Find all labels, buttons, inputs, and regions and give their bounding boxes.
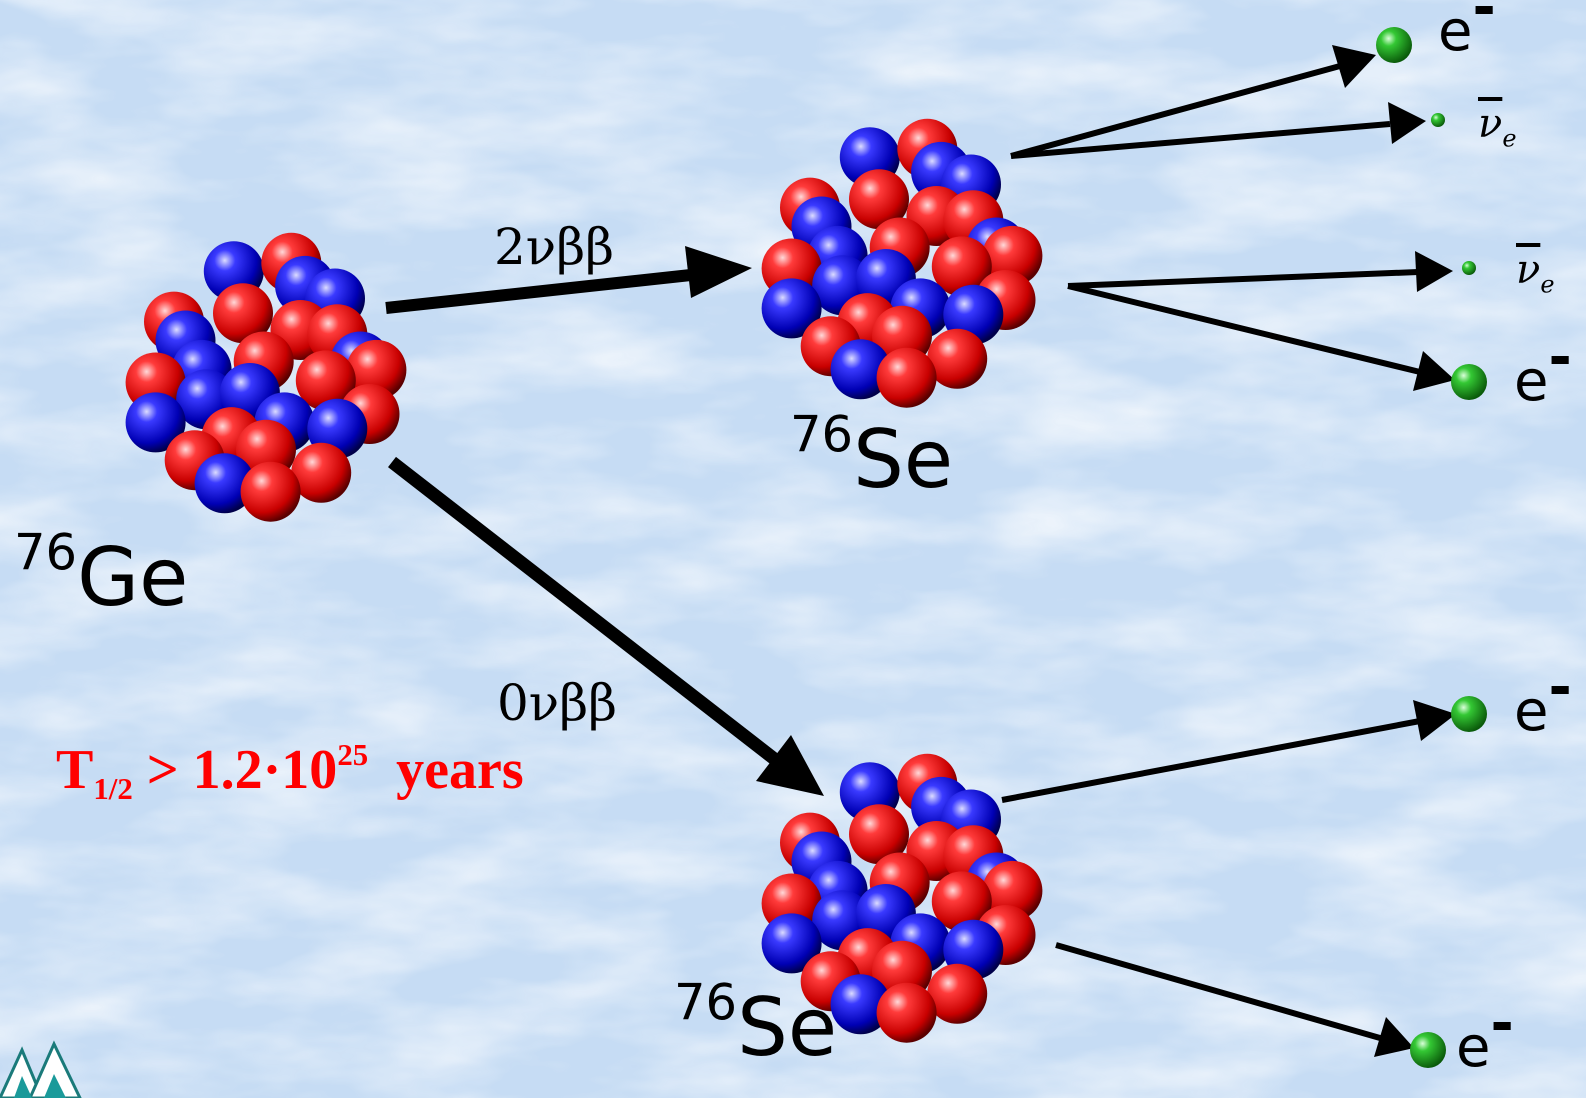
electron-symbol: e xyxy=(1438,0,1473,64)
label-two-neutrino-process: 2νββ xyxy=(494,218,615,276)
electron-symbol: e xyxy=(1456,1015,1491,1080)
half-life-exponent: 25 xyxy=(337,737,369,772)
proton-sphere xyxy=(849,804,909,865)
proton-sphere xyxy=(291,442,352,503)
neutron-sphere xyxy=(194,453,255,514)
antineutrino-particle-2 xyxy=(1462,261,1476,275)
electron-particle-3 xyxy=(1451,696,1487,732)
electron-charge: - xyxy=(1548,325,1572,390)
proton-sphere xyxy=(931,236,992,297)
arrow-antineutrino-2 xyxy=(1067,251,1453,292)
nucleus-se76-bottom xyxy=(761,753,1043,1043)
proton-sphere xyxy=(240,461,301,522)
antineutrino-symbol: ν xyxy=(1478,101,1503,147)
ge-mass-number: 76 xyxy=(14,523,78,582)
arrow-electron-3 xyxy=(1001,700,1456,803)
half-life-relation: > 1.2·10 xyxy=(132,739,338,801)
neutron-sphere xyxy=(761,278,822,339)
label-antineutrino-2: νe xyxy=(1516,247,1555,297)
proton-sphere xyxy=(982,225,1043,286)
electron-particle-1 xyxy=(1376,27,1412,63)
nucleus-ge76 xyxy=(125,232,407,522)
neutron-sphere xyxy=(830,339,891,400)
nucleus-se76-top xyxy=(761,118,1043,408)
label-electron-4: e- xyxy=(1456,996,1514,1076)
proton-sphere xyxy=(927,328,988,389)
label-electron-3: e- xyxy=(1514,660,1572,740)
proton-sphere xyxy=(982,860,1043,921)
proton-sphere xyxy=(876,982,937,1043)
electron-particle-2 xyxy=(1451,364,1487,400)
neutron-sphere xyxy=(830,974,891,1035)
ge-element: Ge xyxy=(77,531,189,624)
arrow-electron-1 xyxy=(1010,45,1376,159)
proton-sphere xyxy=(876,347,937,408)
half-life-unit: years xyxy=(368,739,524,801)
electron-charge: - xyxy=(1548,655,1572,720)
proton-sphere xyxy=(927,963,988,1024)
proton-sphere xyxy=(931,871,992,932)
electron-symbol: e xyxy=(1514,349,1549,414)
arrow-electron-2 xyxy=(1067,283,1455,391)
proton-sphere xyxy=(849,169,909,230)
label-electron-2: e- xyxy=(1514,330,1572,410)
se-bottom-element: Se xyxy=(737,981,838,1074)
neutron-sphere xyxy=(761,913,822,974)
electron-particle-4 xyxy=(1410,1032,1446,1068)
arrow-two-neutrino-decay xyxy=(385,246,752,314)
half-life-symbol: T xyxy=(56,739,94,801)
proton-sphere xyxy=(346,339,407,400)
label-ge76: 76Ge xyxy=(14,527,188,618)
antineutrino-symbol: ν xyxy=(1516,247,1541,293)
label-se76-top: 76Se xyxy=(790,409,953,500)
label-se76-bottom: 76Se xyxy=(674,977,837,1068)
label-electron-1: e- xyxy=(1438,0,1496,60)
antineutrino-subscript: e xyxy=(1540,270,1555,299)
arrow-antineutrino-1 xyxy=(1010,102,1426,159)
half-life-limit: T1/2 > 1.2·1025 years xyxy=(56,739,524,805)
electron-charge: - xyxy=(1490,991,1514,1056)
se-bottom-mass-number: 76 xyxy=(674,973,738,1032)
mountain-logo-icon xyxy=(0,1040,82,1098)
arrow-electron-4 xyxy=(1055,942,1414,1057)
antineutrino-particle-1 xyxy=(1431,113,1445,127)
electron-symbol: e xyxy=(1514,679,1549,744)
antineutrino-subscript: e xyxy=(1502,124,1517,153)
se-top-element: Se xyxy=(853,413,954,506)
neutron-sphere xyxy=(125,392,186,453)
proton-sphere xyxy=(213,283,273,344)
label-antineutrino-1: νe xyxy=(1478,101,1517,151)
label-zero-neutrino-process: 0νββ xyxy=(497,674,618,732)
half-life-subscript: 1/2 xyxy=(93,771,133,806)
electron-charge: - xyxy=(1472,0,1496,40)
se-top-mass-number: 76 xyxy=(790,405,854,464)
arrow-zero-neutrino-decay xyxy=(388,456,824,796)
proton-sphere xyxy=(295,350,356,411)
